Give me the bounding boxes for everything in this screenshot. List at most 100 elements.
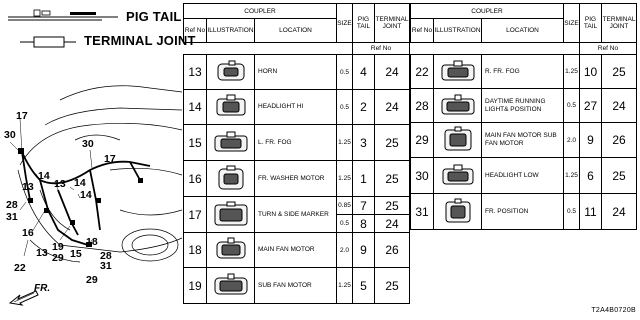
pig-tail-ref: 11 [579,193,602,230]
ref-no: 18 [183,232,207,268]
connector-icon [216,94,245,116]
table-row: 31 FR. POSITION 0.5 11 24 [410,193,637,230]
connector-illustration [433,193,482,230]
terminal-joint-ref: 25 [374,124,410,161]
terminal-joint-ref: 25 [374,196,410,215]
connector-icon [442,164,473,184]
coupler-table-left: COUPLER SIZE PIG TAIL TERMINAL JOINT Ref… [183,3,410,304]
header-terminal-joint: TERMINAL JOINT [601,3,637,43]
ref-no: 16 [183,160,207,197]
location: TURN & SIDE MARKER [254,196,337,233]
wire-size: 1.25 [336,267,353,304]
callout-30: 30 [82,138,94,150]
terminal-joint-ref: 26 [374,232,410,268]
connector-icon [217,60,244,81]
location: DAYTIME RUNNING LIGHT& POSITION [481,88,564,123]
car-front-outline [9,85,183,263]
header-size: SIZE [563,3,580,43]
legend-terminal-joint-label: TERMINAL JOINT [84,33,196,48]
part-number: T2A4B0720B [591,307,636,314]
header-ref-no: Ref No [410,18,434,43]
vehicle-harness-drawing: 17 30 30 17 14 14 13 13 14 28 31 16 19 2… [0,70,184,310]
pig-tail-ref: 1 [352,160,375,197]
callout-13: 13 [36,247,48,259]
table-row: 30 HEADLIGHT LOW 1.25 6 25 [410,157,637,194]
ref-no: 30 [410,157,434,194]
connector-icon [445,198,470,222]
callout-15: 15 [70,248,82,260]
table-row: 16 FR. WASHER MOTOR 1.25 1 25 [183,160,410,197]
callout-14: 14 [74,177,86,189]
callout-19: 19 [52,241,64,253]
location: L. FR. FOG [254,124,337,161]
connector-illustration [433,122,482,158]
connector-illustration [206,267,255,304]
ref-no: 31 [410,193,434,230]
location: HEADLIGHT LOW [481,157,564,194]
connector-illustration [206,89,255,125]
ref-no: 28 [410,88,434,123]
connector-illustration [206,124,255,161]
connector-illustration [206,54,255,90]
table-row: 19 SUB FAN MOTOR 1.25 5 25 [183,267,410,304]
wire-size: 0.5 [336,54,353,90]
ref-no: 14 [183,89,207,125]
pig-tail-ref: 8 [352,214,375,233]
wire-size: 2.0 [336,232,353,268]
terminal-joint-ref: 25 [374,160,410,197]
front-direction-indicator: FR. [8,283,58,307]
table-row: 15 L. FR. FOG 1.25 3 25 [183,124,410,161]
terminal-joint-ref: 24 [374,54,410,90]
wire-size: 0.5 [563,193,580,230]
connector-icon [441,94,474,114]
location: FR. WASHER MOTOR [254,160,337,197]
pig-tail-ref: 6 [579,157,602,194]
wire-size: 1.25 [336,124,353,161]
table-row: 18 MAIN FAN MOTOR 2.0 9 26 [183,232,410,268]
wire-size: 1.25 [563,54,580,89]
header-pig-tail: PIG TAIL [579,3,602,43]
wire-size: 0.5 [336,89,353,125]
connector-icon [214,273,247,294]
header-location: LOCATION [481,18,564,43]
ref-no: 15 [183,124,207,161]
ref-no: 29 [410,122,434,158]
table-row: 0.5 8 24 [184,214,410,233]
table-row: 22 R. FR. FOG 1.25 10 25 [410,54,637,89]
header-coupler: COUPLER [410,3,564,19]
pig-tail-ref: 27 [579,88,602,123]
header-ref-no-sub: Ref No [579,42,637,55]
terminal-joint-ref: 24 [601,193,637,230]
legend-symbols [8,9,118,48]
connector-illustration [433,54,482,89]
pig-tail-ref: 10 [579,54,602,89]
header-ref-no: Ref No [183,18,207,43]
header-location: LOCATION [254,18,337,43]
connector-illustration [206,196,255,233]
header-coupler: COUPLER [183,3,337,19]
header-illustration: ILLUSTRATION [206,18,255,43]
callout-18: 18 [86,236,98,248]
callout-13: 13 [54,178,66,190]
front-label: FR. [34,283,51,294]
ref-no: 19 [183,267,207,304]
terminal-joint-ref: 24 [374,214,410,233]
location: FR. POSITION [481,193,564,230]
location: MAIN FAN MOTOR SUB FAN MOTOR [481,122,564,158]
connector-illustration [206,232,255,268]
legend-pig-tail-label: PIG TAIL [126,9,182,24]
pig-tail-ref: 7 [352,196,375,215]
wire-size: 2.0 [563,122,580,158]
arrow-icon [8,290,39,306]
wire-size: 1.25 [336,160,353,197]
callout-31: 31 [100,260,112,272]
connector-illustration [433,88,482,123]
callout-28: 28 [100,250,112,262]
pig-tail-ref: 4 [352,54,375,90]
header-ref-no-sub: Ref No [352,42,410,55]
legend: PIG TAIL TERMINAL JOINT [6,4,195,54]
pig-tail-ref: 3 [352,124,375,161]
ref-no: 17 [183,196,207,233]
connector-icon [218,165,243,189]
connector-icon [216,237,245,259]
